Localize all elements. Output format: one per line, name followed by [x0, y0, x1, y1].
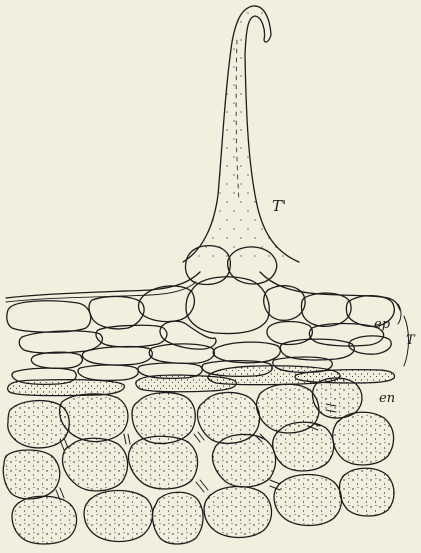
parenchyma-cell — [213, 434, 276, 487]
parenchyma-cell — [274, 475, 341, 526]
parenchyma-cell — [60, 394, 128, 442]
parenchyma-cell — [63, 438, 128, 491]
label-trichome: T' — [272, 197, 286, 215]
parenchyma-cell — [12, 496, 77, 544]
parenchyma-cell — [313, 378, 362, 418]
cortex-cell — [213, 342, 280, 363]
cortex-cell — [78, 365, 138, 380]
parenchyma-cell — [273, 422, 334, 471]
label-endodermis: en — [379, 391, 395, 406]
label-cortex: T — [406, 333, 416, 348]
trichome-base-cell — [186, 277, 269, 334]
parenchyma-cell — [153, 492, 204, 544]
endodermis-cell — [8, 380, 125, 396]
trichome-hair — [183, 6, 299, 262]
parenchyma-cell — [340, 468, 394, 516]
cuticle-line — [260, 272, 400, 310]
cortex-cell — [96, 325, 167, 347]
parenchyma-cell — [333, 412, 394, 465]
parenchyma-cell — [84, 491, 153, 542]
parenchyma-cell — [129, 436, 198, 489]
cortex-cell — [82, 347, 152, 365]
parenchyma-cell — [3, 450, 59, 499]
epidermis-cell — [89, 296, 144, 328]
cuticle-line — [6, 272, 200, 298]
epidermis-cell — [7, 301, 91, 332]
cortex-cell — [309, 324, 383, 347]
epidermis-cell — [301, 293, 351, 326]
label-epidermis: ep — [374, 317, 391, 332]
parenchyma-cell — [204, 487, 271, 538]
cortex-cell — [31, 352, 82, 368]
